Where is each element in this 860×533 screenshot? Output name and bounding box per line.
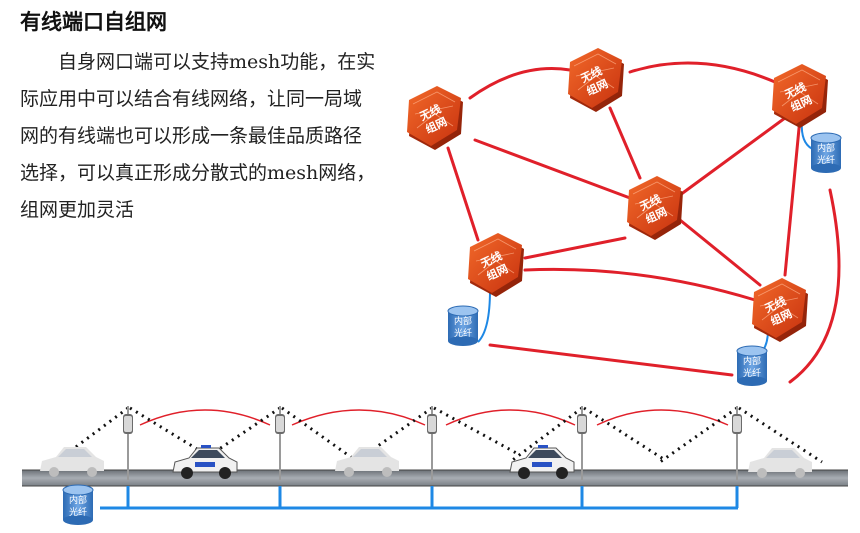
description-text: 自身网口端可以支持mesh功能，在实际应用中可以结合有线网络，让同一局域网的有线… (20, 51, 376, 221)
road-section: 内部 光纤 (22, 405, 848, 526)
link-left-topcenter (468, 67, 572, 100)
link-topcenter-right (628, 61, 777, 84)
mesh-node-lowerright: 无线 组网 (751, 277, 809, 343)
svg-text:光纤: 光纤 (69, 506, 87, 518)
link-left-center (473, 138, 632, 200)
mesh-node-right: 无线 组网 (771, 63, 829, 129)
fiber-db-right: 内部 光纤 (810, 132, 842, 174)
pole-links (139, 409, 729, 426)
fiber-db-left: 内部 光纤 (447, 305, 479, 347)
link-left-lowerleft (446, 146, 480, 242)
svg-text:光纤: 光纤 (743, 367, 761, 379)
wired-backbone (100, 486, 739, 510)
pole-1 (122, 405, 134, 481)
road (22, 470, 848, 486)
svg-text:光纤: 光纤 (454, 327, 472, 339)
svg-text:内部: 内部 (454, 315, 472, 327)
mesh-node-lowerleft: 无线 组网 (467, 232, 525, 298)
link-topcenter-center (608, 106, 642, 180)
svg-text:内部: 内部 (69, 494, 87, 506)
svg-text:光纤: 光纤 (817, 154, 835, 166)
fiber-db-bottom: 内部 光纤 (62, 484, 94, 526)
link-center-lowerleft (523, 236, 627, 260)
link-lowerleft-lowerright (523, 267, 757, 302)
pole-2 (274, 405, 286, 481)
svg-text:内部: 内部 (743, 355, 761, 367)
link-center-lowerright (678, 218, 762, 287)
pole-4 (576, 405, 588, 481)
svg-text:内部: 内部 (817, 142, 835, 154)
pole-5 (731, 405, 743, 481)
fiber-db-lowerright: 内部 光纤 (736, 345, 768, 387)
link-right-center (678, 116, 787, 197)
link-fiberright-outer (788, 188, 841, 384)
link-fiberleft-fiberright (488, 343, 734, 377)
link-right-lowerright (783, 116, 802, 277)
mesh-node-left: 无线 组网 (406, 85, 464, 151)
pole-3 (426, 405, 438, 481)
mesh-node-topcenter: 无线 组网 (567, 47, 625, 113)
mesh-node-center: 无线 组网 (626, 175, 684, 241)
mesh-links (446, 61, 841, 384)
page-title: 有线端口自组网 (20, 10, 167, 34)
